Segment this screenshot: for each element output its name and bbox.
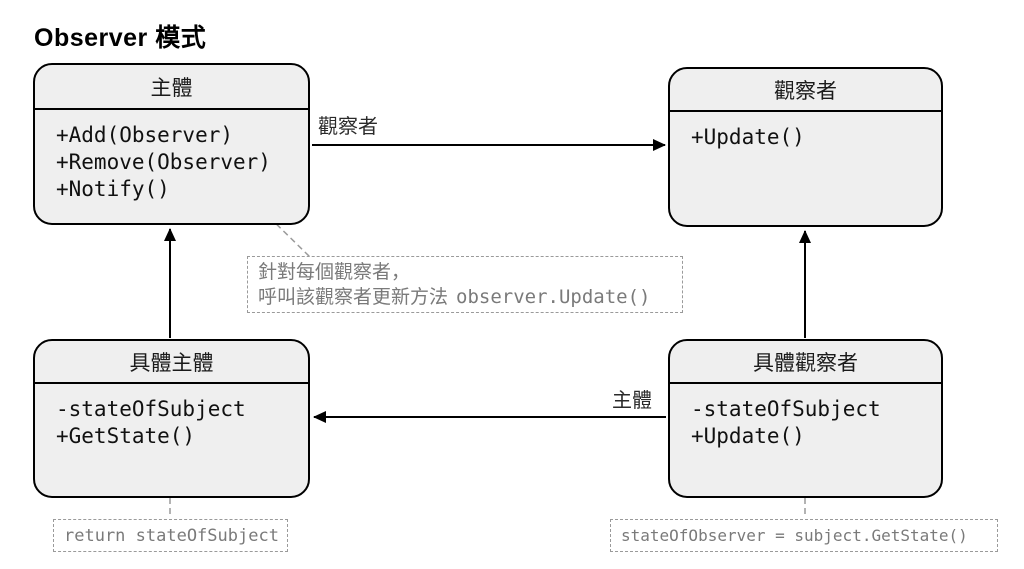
class-member: +Notify() bbox=[56, 177, 170, 201]
note-update: stateOfObserver = subject.GetState() bbox=[610, 519, 998, 552]
class-body-observer: +Update() bbox=[670, 112, 941, 151]
class-title-subject: 主體 bbox=[35, 65, 308, 110]
note-notify-line2-code: observer.Update() bbox=[456, 286, 651, 308]
class-member: +Update() bbox=[691, 424, 805, 448]
class-box-concrete-observer: 具體觀察者 -stateOfSubject +Update() bbox=[668, 339, 943, 498]
diagram-title: Observer 模式 bbox=[34, 24, 207, 52]
class-member: -stateOfSubject bbox=[691, 397, 881, 421]
class-title-observer: 觀察者 bbox=[670, 69, 941, 112]
edge-label-subject: 主體 bbox=[612, 390, 652, 412]
note-notify-line2-text: 呼叫該觀察者更新方法 bbox=[258, 287, 449, 308]
class-body-concrete-subject: -stateOfSubject +GetState() bbox=[35, 384, 308, 450]
note-notify-line1: 針對每個觀察者， bbox=[258, 262, 411, 283]
class-title-concrete-observer: 具體觀察者 bbox=[670, 341, 941, 384]
class-title-concrete-subject: 具體主體 bbox=[35, 341, 308, 384]
class-body-subject: +Add(Observer) +Remove(Observer) +Notify… bbox=[35, 110, 308, 203]
note-notify-line2: 呼叫該觀察者更新方法 observer.Update() bbox=[258, 285, 672, 310]
class-member: +Update() bbox=[691, 125, 805, 149]
edge-label-observer: 觀察者 bbox=[318, 116, 378, 138]
class-body-concrete-observer: -stateOfSubject +Update() bbox=[670, 384, 941, 450]
class-box-subject: 主體 +Add(Observer) +Remove(Observer) +Not… bbox=[33, 63, 310, 225]
class-box-observer: 觀察者 +Update() bbox=[668, 67, 943, 227]
note-get-state: return stateOfSubject bbox=[53, 519, 288, 552]
class-box-concrete-subject: 具體主體 -stateOfSubject +GetState() bbox=[33, 339, 310, 498]
class-member: -stateOfSubject bbox=[56, 397, 246, 421]
class-member: +Add(Observer) bbox=[56, 123, 234, 147]
class-member: +GetState() bbox=[56, 424, 196, 448]
class-member: +Remove(Observer) bbox=[56, 150, 271, 174]
note-notify: 針對每個觀察者， 呼叫該觀察者更新方法 observer.Update() bbox=[247, 256, 683, 313]
